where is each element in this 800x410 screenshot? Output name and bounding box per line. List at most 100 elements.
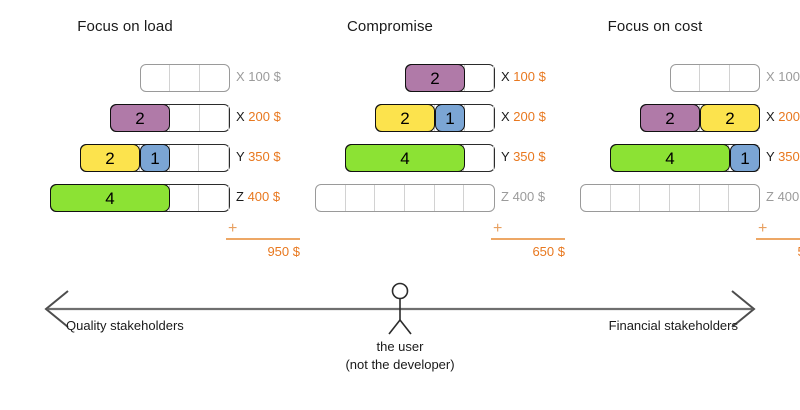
capacity-cell [700,185,730,211]
total-sum: 650 $ [532,244,565,259]
requirement-row: 4 Z 400 $ [20,178,282,218]
effort-block[interactable]: 4 [50,184,170,212]
requirement-amount: X 100 $ [501,69,546,84]
capacity-cell [464,145,494,171]
effort-block-label: 2 [725,108,735,128]
total-sum: 550 $ [756,244,800,259]
total-plus-sign: + [758,220,768,237]
capacity-cell [170,105,200,131]
requirement-value: 100 $ [778,69,800,84]
user-caption-line-1: the user [376,339,424,354]
requirement-amount: X 100 $ [766,69,800,84]
requirement-key: Y [501,149,510,164]
capacity-track[interactable] [580,184,760,212]
effort-block-label: 1 [740,148,750,168]
capacity-track[interactable] [670,64,760,92]
capacity-cell [141,65,171,91]
scenario-rows: X 100 $22X 200 $41Y 350 $Z 400 $ [550,58,800,218]
effort-block-label: 1 [150,148,160,168]
scenario-total: +950 $ [226,221,304,259]
requirement-key: Z [501,189,509,204]
requirement-value: 400 $ [247,189,281,204]
effort-block[interactable]: 2 [405,64,465,92]
requirement-amount: Z 400 $ [236,189,280,204]
capacity-track[interactable]: 2 [405,64,495,92]
requirement-value: 200 $ [778,109,800,124]
capacity-cell [671,65,701,91]
effort-block[interactable]: 2 [80,144,140,172]
capacity-cell [170,65,200,91]
requirement-key: X [766,69,775,84]
effort-block[interactable]: 1 [435,104,465,132]
requirement-key: Z [766,189,774,204]
effort-block[interactable]: 4 [610,144,730,172]
requirement-key: Y [766,149,775,164]
requirement-value: 350 $ [248,149,281,164]
effort-block-label: 2 [665,108,675,128]
capacity-track[interactable]: 2 [110,104,230,132]
requirement-amount: Y 350 $ [236,149,281,164]
effort-block[interactable]: 4 [345,144,465,172]
capacity-cell [670,185,700,211]
requirement-amount: Z 400 $ [766,189,800,204]
capacity-cell [375,185,406,211]
capacity-cell [581,185,611,211]
effort-block-label: 4 [105,188,115,208]
effort-block-label: 2 [430,68,440,88]
user-caption-line-2: (not the developer) [345,357,455,372]
requirement-key: Y [236,149,245,164]
scenario-title: Compromise [346,18,434,35]
total-rule [756,238,800,240]
capacity-cell [199,185,230,211]
capacity-track[interactable]: 4 [345,144,495,172]
requirement-key: X [236,69,245,84]
requirement-row: Z 400 $ [550,178,800,218]
requirement-amount: Y 350 $ [766,149,800,164]
stakeholder-spectrum: Quality stakeholders Financial stakehold… [0,278,800,410]
requirement-amount: Z 400 $ [501,189,545,204]
effort-block[interactable]: 2 [110,104,170,132]
axis-label-financial: Financial stakeholders [608,318,738,333]
requirement-value: 400 $ [777,189,800,204]
requirement-row: 2 X 200 $ [20,98,282,138]
effort-block[interactable]: 1 [140,144,170,172]
capacity-cell [316,185,346,211]
requirement-amount: X 200 $ [766,109,800,124]
total-rule [226,238,300,240]
capacity-cell [730,65,759,91]
user-caption: the user (not the developer) [0,338,800,374]
scenario-total: +550 $ [756,220,800,259]
capacity-cell [170,145,200,171]
requirement-value: 400 $ [512,189,546,204]
requirement-value: 100 $ [248,69,281,84]
capacity-cell [405,185,435,211]
scenario-title: Focus on load [77,18,173,35]
effort-block[interactable]: 2 [640,104,700,132]
capacity-track[interactable] [140,64,230,92]
requirement-amount: X 200 $ [236,109,281,124]
effort-block[interactable]: 1 [730,144,760,172]
capacity-cell [464,185,494,211]
effort-block[interactable]: 2 [700,104,760,132]
requirement-amount: Y 350 $ [501,149,546,164]
capacity-cell [200,65,229,91]
requirement-value: 200 $ [248,109,281,124]
capacity-cell [465,65,494,91]
capacity-track[interactable]: 4 [50,184,230,212]
requirement-amount: X 100 $ [236,69,281,84]
requirement-row: X 100 $ [550,58,800,98]
effort-block[interactable]: 2 [375,104,435,132]
capacity-track[interactable] [315,184,495,212]
requirement-key: X [236,109,245,124]
requirement-key: Z [236,189,244,204]
requirement-key: X [501,69,510,84]
